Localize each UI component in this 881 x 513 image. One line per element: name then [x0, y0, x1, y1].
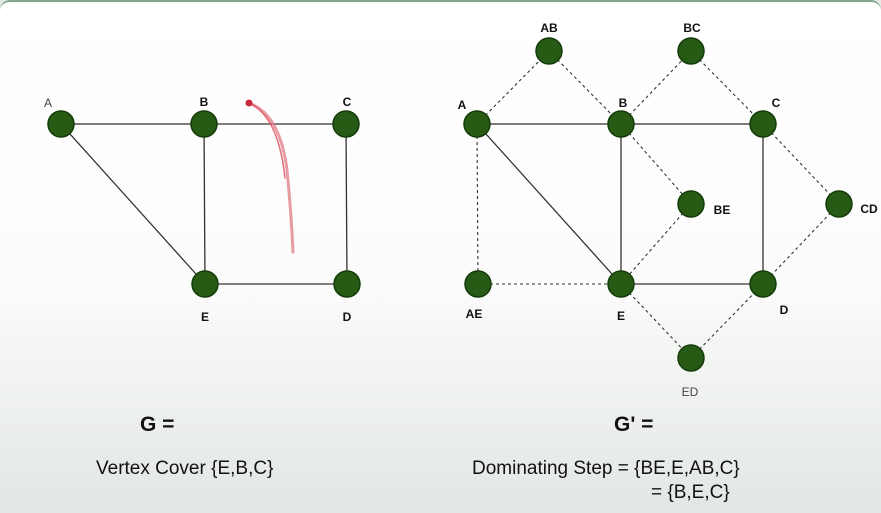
gp-node-label-ae: AE: [466, 307, 483, 321]
gp-node-label-be: BE: [714, 203, 731, 217]
graph-g-prime-title: G' =: [614, 413, 654, 436]
gp-node-label-d: D: [780, 303, 789, 317]
g-node-label-a: A: [44, 96, 52, 110]
edges-layer: [60, 50, 840, 359]
gp-dashed-edge-ed-d: [690, 283, 764, 359]
nodes-layer: [47, 37, 853, 372]
g-edge-c-d: [345, 123, 348, 285]
g-node-label-e: E: [201, 310, 209, 324]
graph-g-caption: Vertex Cover {E,B,C}: [96, 458, 274, 479]
g-edge-b-e: [203, 123, 206, 285]
gp-node-d: [749, 270, 777, 298]
gp-node-label-cd: CD: [860, 202, 878, 216]
g-node-b: [190, 110, 218, 138]
graph-g-prime-caption-line2: = {B,E,C}: [651, 482, 730, 503]
gp-dashed-edge-c-cd: [762, 123, 840, 205]
gp-node-c: [749, 110, 777, 138]
gp-node-label-e: E: [617, 309, 625, 323]
gp-dashed-edge-ab-b: [548, 50, 622, 125]
gp-edge-a-e: [476, 123, 622, 285]
g-node-label-b: B: [200, 95, 209, 109]
gp-node-label-ab: AB: [540, 21, 558, 35]
g-node-label-d: D: [343, 310, 352, 324]
g-node-a: [47, 110, 75, 138]
pen-annotation-dot: [245, 99, 253, 107]
g-edge-a-e: [60, 123, 206, 285]
g-node-d: [333, 270, 361, 298]
gp-node-e: [607, 270, 635, 298]
gp-dashed-edge-cd-d: [762, 203, 840, 285]
gp-node-label-b: B: [619, 96, 628, 110]
gp-node-label-bc: BC: [683, 21, 701, 35]
gp-dashed-edge-bc-c: [690, 50, 764, 125]
gp-node-a: [463, 110, 491, 138]
gp-dashed-edge-a-ab: [476, 50, 550, 125]
gp-node-cd: [825, 190, 853, 218]
g-node-e: [191, 270, 219, 298]
g-node-c: [332, 110, 360, 138]
gp-dashed-edge-e-ed: [620, 283, 692, 359]
gp-node-ae: [464, 270, 492, 298]
graph-g-title: G =: [140, 413, 175, 436]
pen-annotation-stroke-inner: [250, 103, 286, 179]
gp-node-be: [677, 190, 705, 218]
gp-node-label-ed: ED: [682, 385, 699, 399]
pen-annotation-stroke: [247, 101, 295, 254]
gp-dashed-edge-b-be: [620, 123, 692, 205]
gp-node-bc: [677, 37, 705, 65]
g-node-label-c: C: [343, 95, 352, 109]
gp-dashed-edge-be-e: [620, 203, 692, 285]
graph-g-prime-caption-line1: Dominating Step = {BE,E,AB,C}: [472, 458, 740, 479]
gp-node-ed: [677, 344, 705, 372]
gp-node-ab: [535, 37, 563, 65]
gp-node-label-a: A: [458, 98, 467, 112]
gp-node-label-c: C: [772, 96, 781, 110]
gp-dashed-edge-b-bc: [620, 50, 692, 125]
gp-node-b: [607, 110, 635, 138]
gp-dashed-edge-a-ae: [476, 123, 479, 285]
